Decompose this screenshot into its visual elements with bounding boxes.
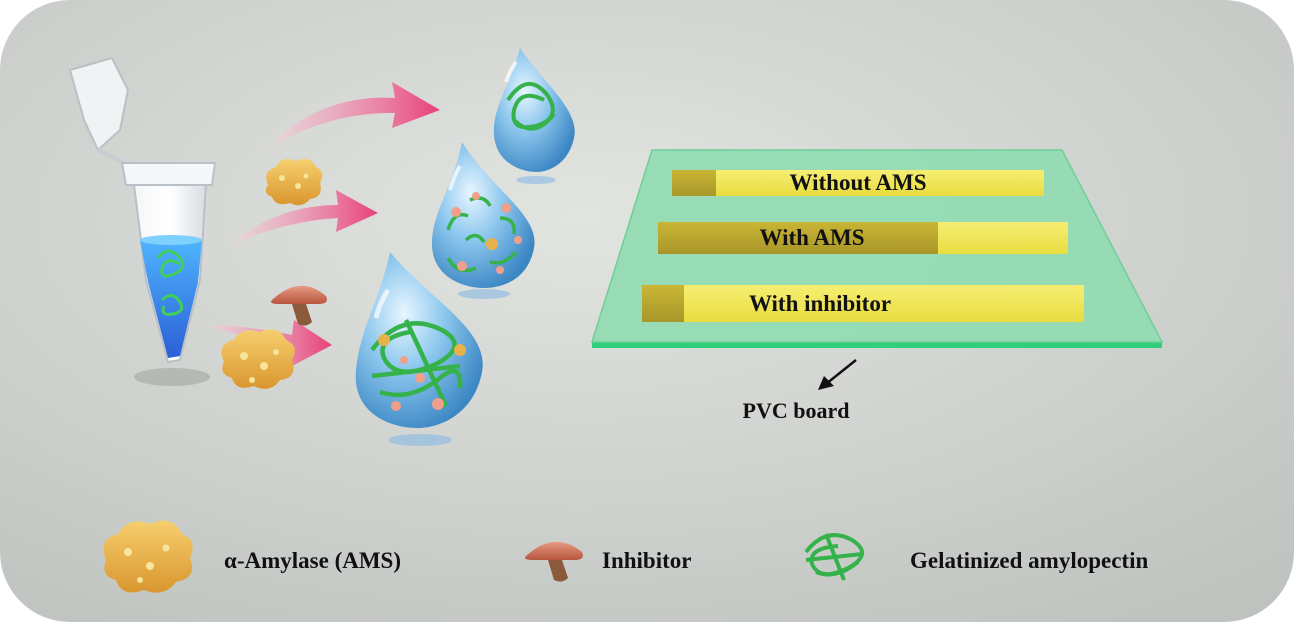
pvc-board-label: PVC board [743,398,850,423]
legend-label-inhibitor: Inhibitor [602,548,691,573]
strip-with-ams: With AMS [658,222,1068,254]
arrow-middle [232,190,378,245]
legend: α-Amylase (AMS) Inhibitor Gelatinized am… [103,520,1148,593]
legend-label-amylase: α-Amylase (AMS) [224,548,401,573]
arrow-bottom [205,320,332,366]
polymer-coil-icon [804,533,864,581]
enzyme-icon [265,159,323,206]
pvc-pointer-arrow [818,359,857,390]
strip-label-with-inhibitor: With inhibitor [749,291,891,316]
microcentrifuge-tube [68,56,217,386]
legend-label-amylopectin: Gelatinized amylopectin [910,548,1148,573]
strip-without-ams: Without AMS [672,170,1044,196]
enzyme-icon [103,520,193,593]
enzyme-icon [221,329,295,389]
arrow-top [268,82,440,150]
mushroom-icon [525,541,583,582]
droplet-top [493,48,575,184]
strip-label-without-ams: Without AMS [790,170,927,195]
droplet-bottom [355,252,483,446]
strip-with-inhibitor: With inhibitor [642,285,1084,322]
strip-label-with-ams: With AMS [759,225,864,250]
mushroom-icon [271,285,327,326]
droplet-middle [432,142,535,299]
